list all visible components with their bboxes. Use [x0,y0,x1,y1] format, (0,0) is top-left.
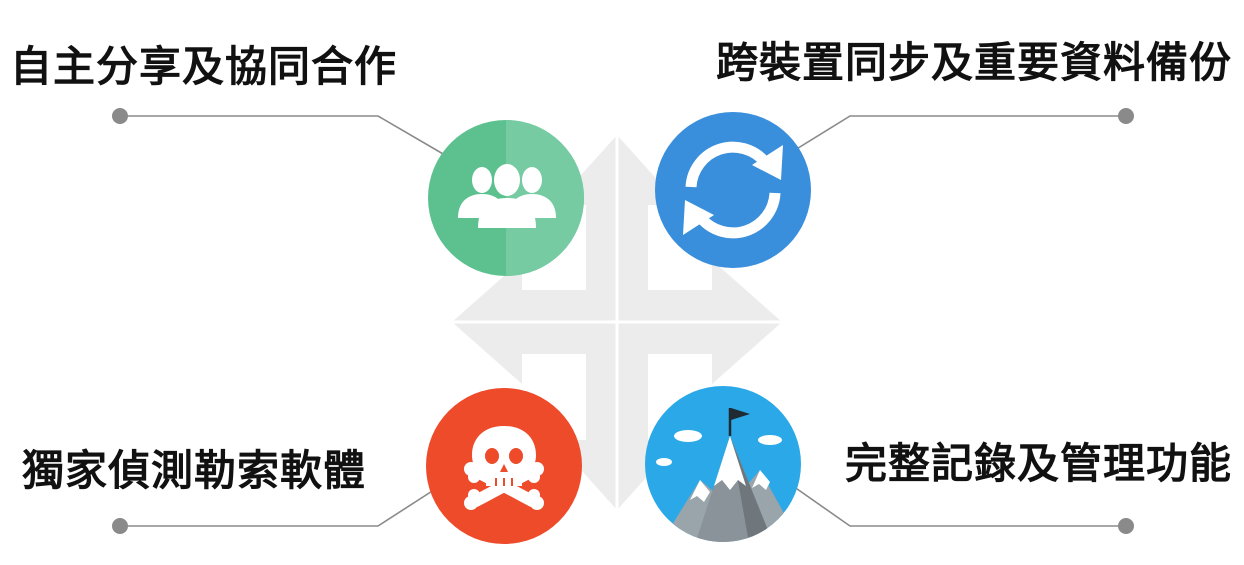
users-icon [428,120,584,276]
feature-label-bottom-right: 完整記錄及管理功能 [844,439,1232,488]
feature-label-bottom-left: 獨家偵測勒索軟體 [22,446,367,495]
connector-dots [112,108,1134,534]
feature-label-top-right: 跨裝置同步及重要資料備份 [715,38,1232,87]
connector-top-right [781,115,1126,159]
connector-bottom-left [120,485,441,527]
skull-crossbones-icon [426,388,582,544]
connectors [120,115,1126,527]
connector-bottom-right [789,483,1126,527]
connector-dot-top-left [112,108,128,124]
connector-dot-bottom-right [1118,518,1134,534]
connector-dot-bottom-left [112,518,128,534]
connector-top-left [120,115,451,159]
sync-icon [655,112,811,268]
arrow-cross-divider [452,135,782,510]
feature-label-top-left: 自主分享及協同合作 [10,42,398,91]
mountain-flag-icon [645,386,801,542]
connector-dot-top-right [1118,108,1134,124]
